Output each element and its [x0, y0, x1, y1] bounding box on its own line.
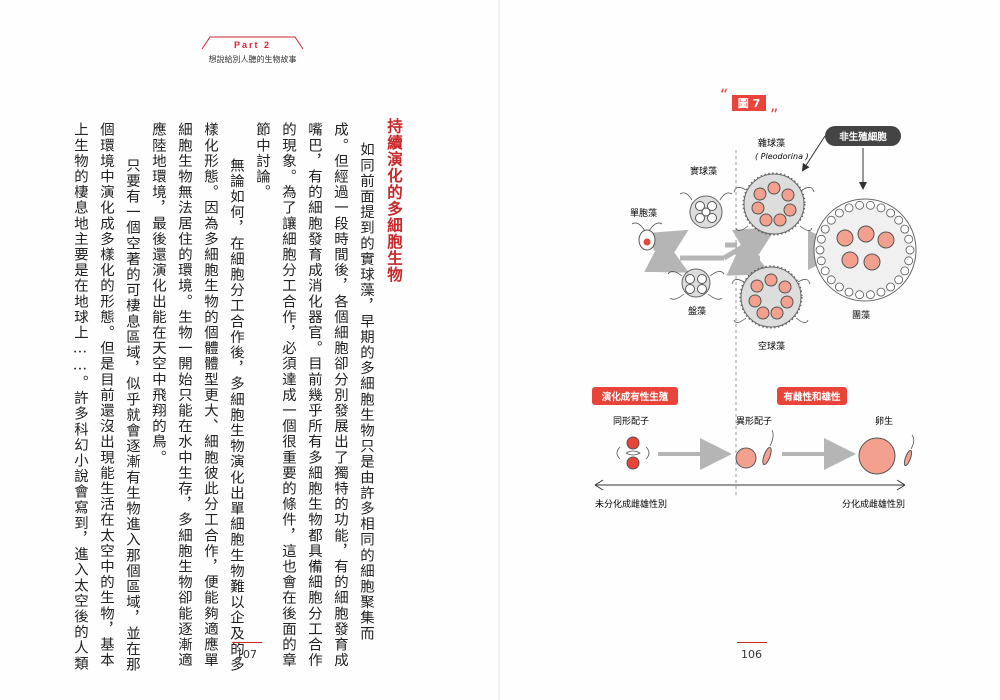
pleodorina-organism: [733, 172, 815, 236]
volvox-surface-cell: [834, 208, 844, 218]
label-axis-right: 分化成雌雄性別: [842, 498, 905, 510]
text-column-9: 應陸地環境，最後還演化出能在天空中飛翔的鳥。: [150, 122, 166, 466]
volvox-surface-cell: [894, 215, 904, 225]
label-pleodorina: 雜球藻: [758, 137, 785, 149]
unicell-organism: [631, 222, 663, 251]
evolution-figure: “ 圖 7 ” 單胞藻: [592, 85, 917, 510]
label-unicell: 單胞藻: [630, 207, 657, 219]
label-isogamete: 同形配子: [613, 415, 649, 427]
text-column-2: 成。但經過一段時間後，各個細胞卻分別發展出了獨特的功能，有的細胞發育成: [332, 122, 348, 668]
volvox-surface-cell: [904, 256, 914, 266]
differentiation-axis: [594, 479, 906, 491]
branch-arrows: [643, 226, 848, 276]
text-column-10: 只要有一個空著的可棲息區域，似乎就會逐漸有生物進入那個區域，並在那: [124, 142, 140, 673]
volvox-surface-cell: [865, 290, 875, 300]
left-page: Part 2 想說給別人聽的生物故事 持續演化的多細胞生物 如同前面提到的實球藻…: [72, 36, 404, 673]
volvox-surface-cell: [815, 245, 825, 255]
label-gonium: 盤藻: [688, 305, 706, 317]
figure-label: 圖 7: [738, 97, 760, 110]
pandorina-organism: [679, 192, 733, 229]
volvox-surface-cell: [886, 282, 896, 292]
page-number: 106: [741, 648, 762, 661]
volvox-surface-cell: [844, 203, 854, 213]
gonium-organism: [667, 268, 725, 300]
volvox-surface-cell: [855, 200, 865, 210]
header-subtitle: 想說給別人聽的生物故事: [208, 55, 297, 64]
text-column-11: 個環境中演化成多樣化的形態。但是目前還沒出現能生活在太空中的生物，基本: [98, 122, 114, 668]
label-pandorina: 實球藻: [690, 165, 717, 177]
label-eudorina: 空球藻: [758, 340, 785, 352]
section-heading: 持續演化的多細胞生物: [385, 118, 404, 283]
nonrepro-badge: [825, 126, 901, 146]
label-volvox: 團藻: [852, 309, 870, 321]
quote-open: “: [720, 85, 728, 104]
volvox-surface-cell: [865, 200, 875, 210]
volvox-organism: [813, 198, 917, 302]
volvox-surface-cell: [820, 224, 830, 234]
label-dimorph: 有雌性和雄性: [783, 391, 841, 403]
dimorph-badge: [777, 387, 847, 405]
page-number-rule: [737, 642, 767, 643]
volvox-surface-cell: [855, 290, 865, 300]
label-nonrepro: 非生殖細胞: [839, 131, 887, 143]
oogamy-drawing: [858, 434, 915, 475]
label-oogamy: 卵生: [875, 415, 893, 427]
sexual-badge: [592, 387, 678, 405]
volvox-surface-cell: [894, 275, 904, 285]
volvox-surface-cell: [900, 266, 910, 276]
right-page: “ 圖 7 ” 單胞藻: [500, 0, 1000, 700]
volvox-surface-cell: [876, 287, 886, 297]
text-column-5: 節中討論。: [254, 122, 270, 200]
part-label: Part 2: [233, 40, 271, 50]
quote-close: ”: [770, 105, 778, 124]
volvox-surface-cell: [900, 224, 910, 234]
volvox-surface-cell: [905, 245, 915, 255]
text-column-12: 上生物的棲息地主要是在地球上……。許多科幻小說會寫到，進入太空後的人類: [72, 122, 88, 672]
volvox-surface-cell: [876, 203, 886, 213]
volvox-surface-cell: [844, 287, 854, 297]
text-column-3: 嘴巴，有的細胞發育成消化器官。目前幾乎所有多細胞生物都具備細胞分工合作: [306, 122, 322, 668]
header-frame: [201, 36, 304, 50]
volvox-surface-cell: [826, 215, 836, 225]
label-pleodorina-latin: ( Pleodorina ): [755, 152, 809, 161]
figure-label-box: [732, 95, 766, 111]
page-number-rule: [232, 642, 262, 643]
volvox-surface-cell: [904, 234, 914, 244]
volvox-surface-cell: [834, 282, 844, 292]
label-sexual: 演化成有性生殖: [602, 391, 669, 403]
nonrepro-pointer-2: [801, 135, 826, 172]
volvox-surface-cell: [886, 208, 896, 218]
eudorina-organism: [731, 265, 811, 329]
text-column-8: 細胞生物無法居住的環境。生物一開始只能在水中生存，多細胞生物卻能逐漸適: [176, 122, 192, 668]
volvox-surface-cell: [816, 234, 826, 244]
isogamete-drawing: [616, 436, 650, 470]
label-axis-left: 未分化成雌雄性別: [595, 498, 667, 510]
volvox-surface-cells: [815, 200, 915, 300]
text-column-7: 樣化形態。因為多細胞生物的個體體型更大、細胞彼此分工合作，便能夠適應單: [202, 122, 218, 668]
volvox-surface-cell: [826, 275, 836, 285]
volvox-surface-cell: [820, 266, 830, 276]
text-column-6: 無論如何，在細胞分工合作後，多細胞生物演化出單細胞生物難以企及的多: [228, 142, 244, 673]
page-number: 107: [236, 648, 257, 661]
text-column-4: 的現象。為了讓細胞分工合作，必須達成一個很重要的條件，這也會在後面的章: [280, 122, 296, 668]
label-anisogamete: 異形配子: [736, 415, 772, 427]
anisogamete-drawing: [735, 429, 774, 469]
volvox-surface-cell: [816, 256, 826, 266]
text-column-1: 如同前面提到的實球藻，早期的多細胞生物只是由許多相同的細胞聚集而: [358, 142, 374, 642]
